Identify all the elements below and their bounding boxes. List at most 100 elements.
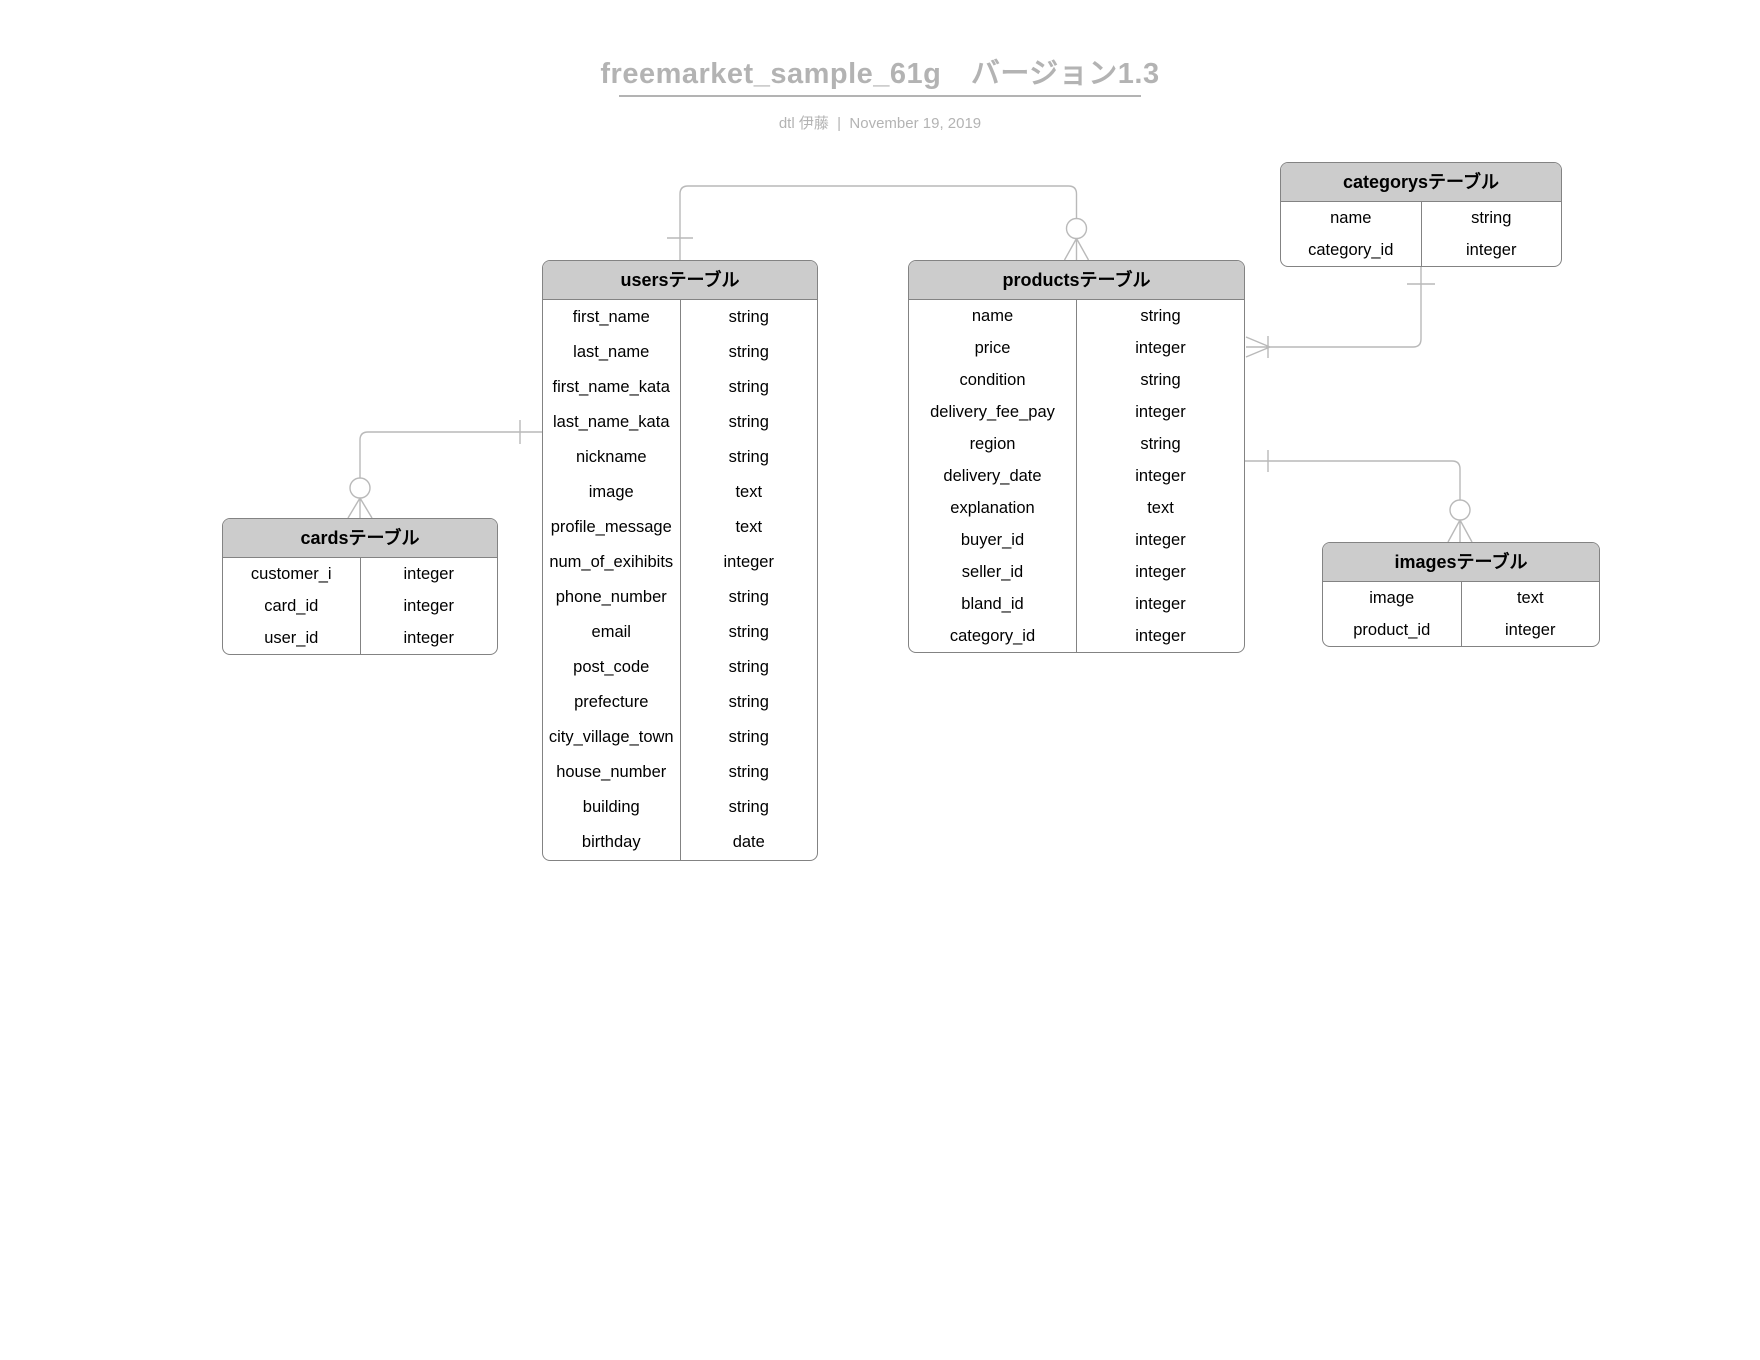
field-type-cell: string (1471, 208, 1512, 227)
field-name-cell: card_id (223, 590, 361, 622)
field-type-cell: integer (1466, 240, 1517, 259)
title-underline (619, 95, 1141, 97)
field-name-cell: condition (909, 364, 1077, 396)
field-type-cell: text (735, 483, 763, 501)
field-name-cell: customer_i (223, 558, 361, 590)
field-name-cell: explanation (909, 492, 1077, 524)
field-row: image text (543, 475, 817, 510)
entity-fields: name string category_id integer (1281, 202, 1561, 266)
entity-title: imagesテーブル (1323, 543, 1599, 582)
field-row: category_id integer (1281, 234, 1561, 266)
crow-foot (1245, 336, 1271, 358)
entity-categorys-table[interactable]: categorysテーブル name string category_id integ… (1280, 162, 1562, 267)
entity-title: categorysテーブル (1281, 163, 1561, 202)
field-row: price integer (909, 332, 1244, 364)
zero-circle (349, 477, 371, 499)
field-type-cell: string (1140, 434, 1181, 453)
field-row: last_name_kata string (543, 405, 817, 440)
field-row: prefecture string (543, 685, 817, 720)
field-type-cell: date (732, 833, 765, 851)
field-name-cell: product_id (1323, 614, 1462, 646)
field-type-cell: string (728, 658, 769, 676)
field-type-cell: text (735, 518, 763, 536)
page-subtitle: dtl 伊藤 | November 19, 2019 (778, 115, 982, 132)
field-name-cell: last_name_kata (543, 405, 681, 440)
field-type-cell: string (728, 343, 769, 361)
field-type-cell: string (728, 448, 769, 466)
crow-foot (347, 497, 373, 519)
field-name-cell: region (909, 428, 1077, 460)
field-type-cell: string (728, 588, 769, 606)
field-row: condition string (909, 364, 1244, 396)
field-name-cell: category_id (1281, 234, 1422, 266)
field-row: name string (1281, 202, 1561, 234)
field-type-cell: string (728, 413, 769, 431)
entity-title: cardsテーブル (223, 519, 497, 558)
field-name-cell: bland_id (909, 588, 1077, 620)
field-type-cell: integer (1135, 338, 1186, 357)
field-name-cell: user_id (223, 622, 361, 654)
field-type-cell: string (1140, 370, 1181, 389)
field-name-cell: email (543, 615, 681, 650)
relationship-products-images (1245, 450, 1473, 543)
field-row: buyer_id integer (909, 524, 1244, 556)
field-type-cell: text (1516, 588, 1544, 607)
field-name-cell: last_name (543, 335, 681, 370)
field-name-cell: first_name_kata (543, 370, 681, 405)
field-name-cell: nickname (543, 440, 681, 475)
field-type-cell: string (728, 623, 769, 641)
field-name-cell: first_name (543, 300, 681, 335)
field-row: category_id integer (909, 620, 1244, 652)
field-type-cell: string (728, 728, 769, 746)
field-row: bland_id integer (909, 588, 1244, 620)
field-type-cell: integer (1135, 562, 1186, 581)
field-name-cell: image (1323, 582, 1462, 614)
field-name-cell: delivery_fee_pay (909, 396, 1077, 428)
field-name-cell: category_id (909, 620, 1077, 652)
field-type-cell: string (728, 308, 769, 326)
field-type-cell: text (1147, 498, 1174, 517)
field-name-cell: image (543, 475, 681, 510)
field-type-cell: integer (403, 596, 454, 615)
field-row: email string (543, 615, 817, 650)
field-name-cell: phone_number (543, 580, 681, 615)
relationship-users-cards (347, 420, 542, 519)
entity-title: usersテーブル (543, 261, 817, 300)
field-name-cell: building (543, 790, 681, 825)
field-name-cell: name (1281, 202, 1422, 234)
field-row: region string (909, 428, 1244, 460)
field-type-cell: integer (1135, 530, 1186, 549)
field-name-cell: prefecture (543, 685, 681, 720)
field-name-cell: buyer_id (909, 524, 1077, 556)
field-type-cell: integer (1135, 626, 1186, 645)
field-name-cell: price (909, 332, 1077, 364)
field-name-cell: num_of_exihibits (543, 545, 681, 580)
field-row: phone_number string (543, 580, 817, 615)
field-name-cell: delivery_date (909, 460, 1077, 492)
zero-circle (1065, 217, 1088, 240)
field-row: card_id integer (223, 590, 497, 622)
entity-fields: name string price integer condition string del… (909, 300, 1244, 652)
field-name-cell: name (909, 300, 1077, 332)
field-type-cell: string (728, 693, 769, 711)
field-type-cell: integer (1135, 594, 1186, 613)
field-type-cell: string (1140, 306, 1181, 325)
field-type-cell: string (728, 763, 769, 781)
zero-circle (1449, 499, 1471, 521)
field-name-cell: profile_message (543, 510, 681, 545)
